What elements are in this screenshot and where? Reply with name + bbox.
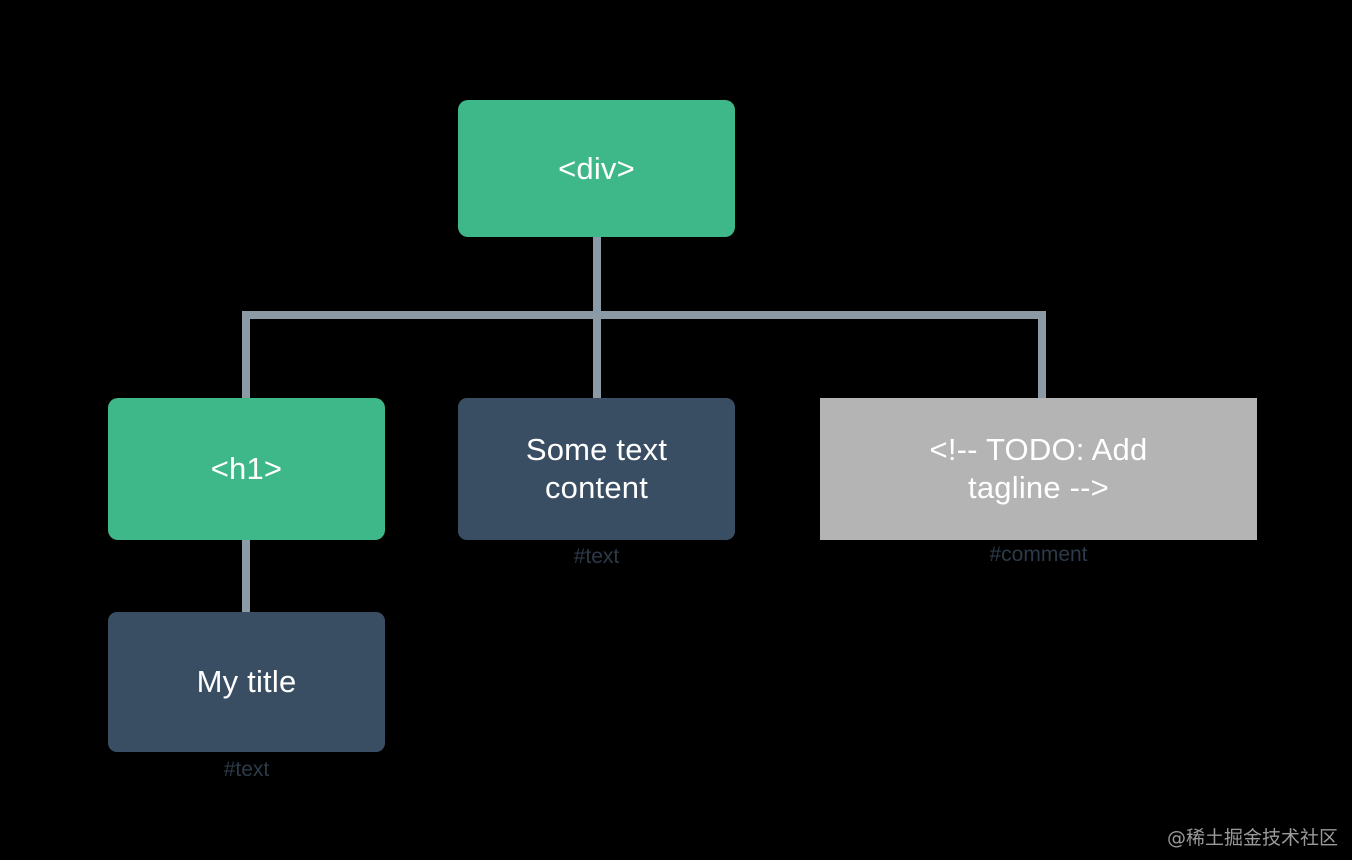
node-my-title-label: My title	[196, 664, 297, 700]
node-div-label: <div>	[558, 150, 635, 186]
node-comment[interactable]: <!-- TODO: Add tagline -->	[820, 398, 1257, 540]
node-some-text-content-line2: content	[544, 470, 649, 505]
node-div-element[interactable]: <div>	[458, 100, 735, 237]
caption-comment: #comment	[989, 543, 1088, 566]
watermark: @稀土掘金技术社区	[1166, 827, 1338, 849]
node-comment-label: <!-- TODO: Add tagline -->	[930, 431, 1148, 507]
node-h1-element[interactable]: <h1>	[108, 398, 385, 540]
connector-to-comment-node	[1038, 311, 1046, 403]
connector-root-stem	[593, 237, 601, 315]
node-my-title[interactable]: My title	[108, 612, 385, 752]
connector-h1-to-my-title	[242, 535, 250, 617]
node-some-text-content-label: Some text content	[526, 431, 667, 507]
node-comment-line2: tagline -->	[968, 470, 1109, 505]
node-comment-line1: <!-- TODO: Add	[929, 432, 1148, 468]
connector-to-h1	[242, 311, 250, 403]
node-some-text-content-line1: Some text	[525, 432, 668, 468]
caption-some-text-content: #text	[573, 545, 620, 568]
connector-horizontal-bus	[242, 311, 1046, 319]
node-h1-label: <h1>	[210, 451, 283, 487]
node-some-text-content[interactable]: Some text content	[458, 398, 735, 540]
connector-to-text-node	[593, 311, 601, 403]
caption-my-title: #text	[223, 758, 270, 781]
